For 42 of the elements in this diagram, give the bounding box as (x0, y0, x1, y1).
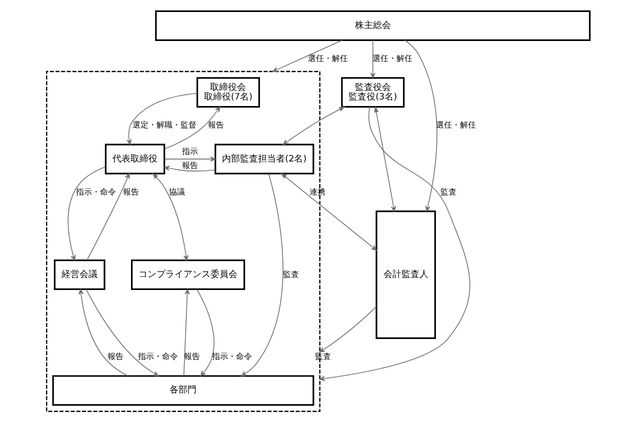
edge-label: 指示 (181, 147, 198, 156)
arrow (67, 166, 106, 261)
arrow (164, 106, 220, 150)
arrow (163, 156, 216, 162)
edge-label: 選任・解任 (308, 54, 348, 64)
arrow (126, 92, 198, 145)
edge-label: 報告 (184, 352, 200, 362)
node-box: 経営会議 (53, 260, 105, 290)
arrow (282, 106, 345, 145)
node-box: 取締役会 取締役(7名) (196, 77, 260, 108)
arrow (404, 40, 437, 212)
edge-label: 指示・命令 (76, 187, 116, 196)
node-box: 株主総会 (154, 10, 590, 41)
node-box: 各部門 (52, 375, 314, 406)
arrow (318, 306, 376, 352)
edge-label: 指示・命令 (137, 352, 178, 362)
arrow (272, 40, 342, 72)
edge-label: 連携 (308, 187, 325, 196)
node-box: 会計監査人 (375, 210, 436, 340)
edge-label: 監査 (282, 270, 298, 279)
arrow (280, 172, 376, 251)
edge-label: 報告 (208, 120, 224, 130)
arrow (78, 288, 128, 376)
arrow (370, 40, 375, 78)
node-box: 代表取締役 (104, 144, 165, 174)
node-box: コンプライアンス委員会 (130, 260, 245, 290)
arrow (164, 166, 216, 172)
edge-label: 選定・解職・監督 (132, 120, 196, 130)
arrow (374, 106, 396, 212)
edge-label: 指示・命令 (211, 352, 252, 362)
edge-label: 報告 (107, 352, 124, 362)
node-box: 監査役会 監査役(3名) (340, 77, 404, 108)
arrow (240, 173, 283, 376)
arrow (151, 172, 188, 261)
arrow (85, 288, 158, 376)
edge-label: 監査 (440, 187, 456, 196)
edge-label: 報告 (122, 187, 139, 196)
arrow (182, 288, 190, 376)
edge-label: 協議 (168, 187, 184, 196)
arrow (318, 106, 470, 382)
node-box: 内部監査担当者(2名) (214, 144, 314, 174)
edge-label: 報告 (181, 160, 198, 170)
